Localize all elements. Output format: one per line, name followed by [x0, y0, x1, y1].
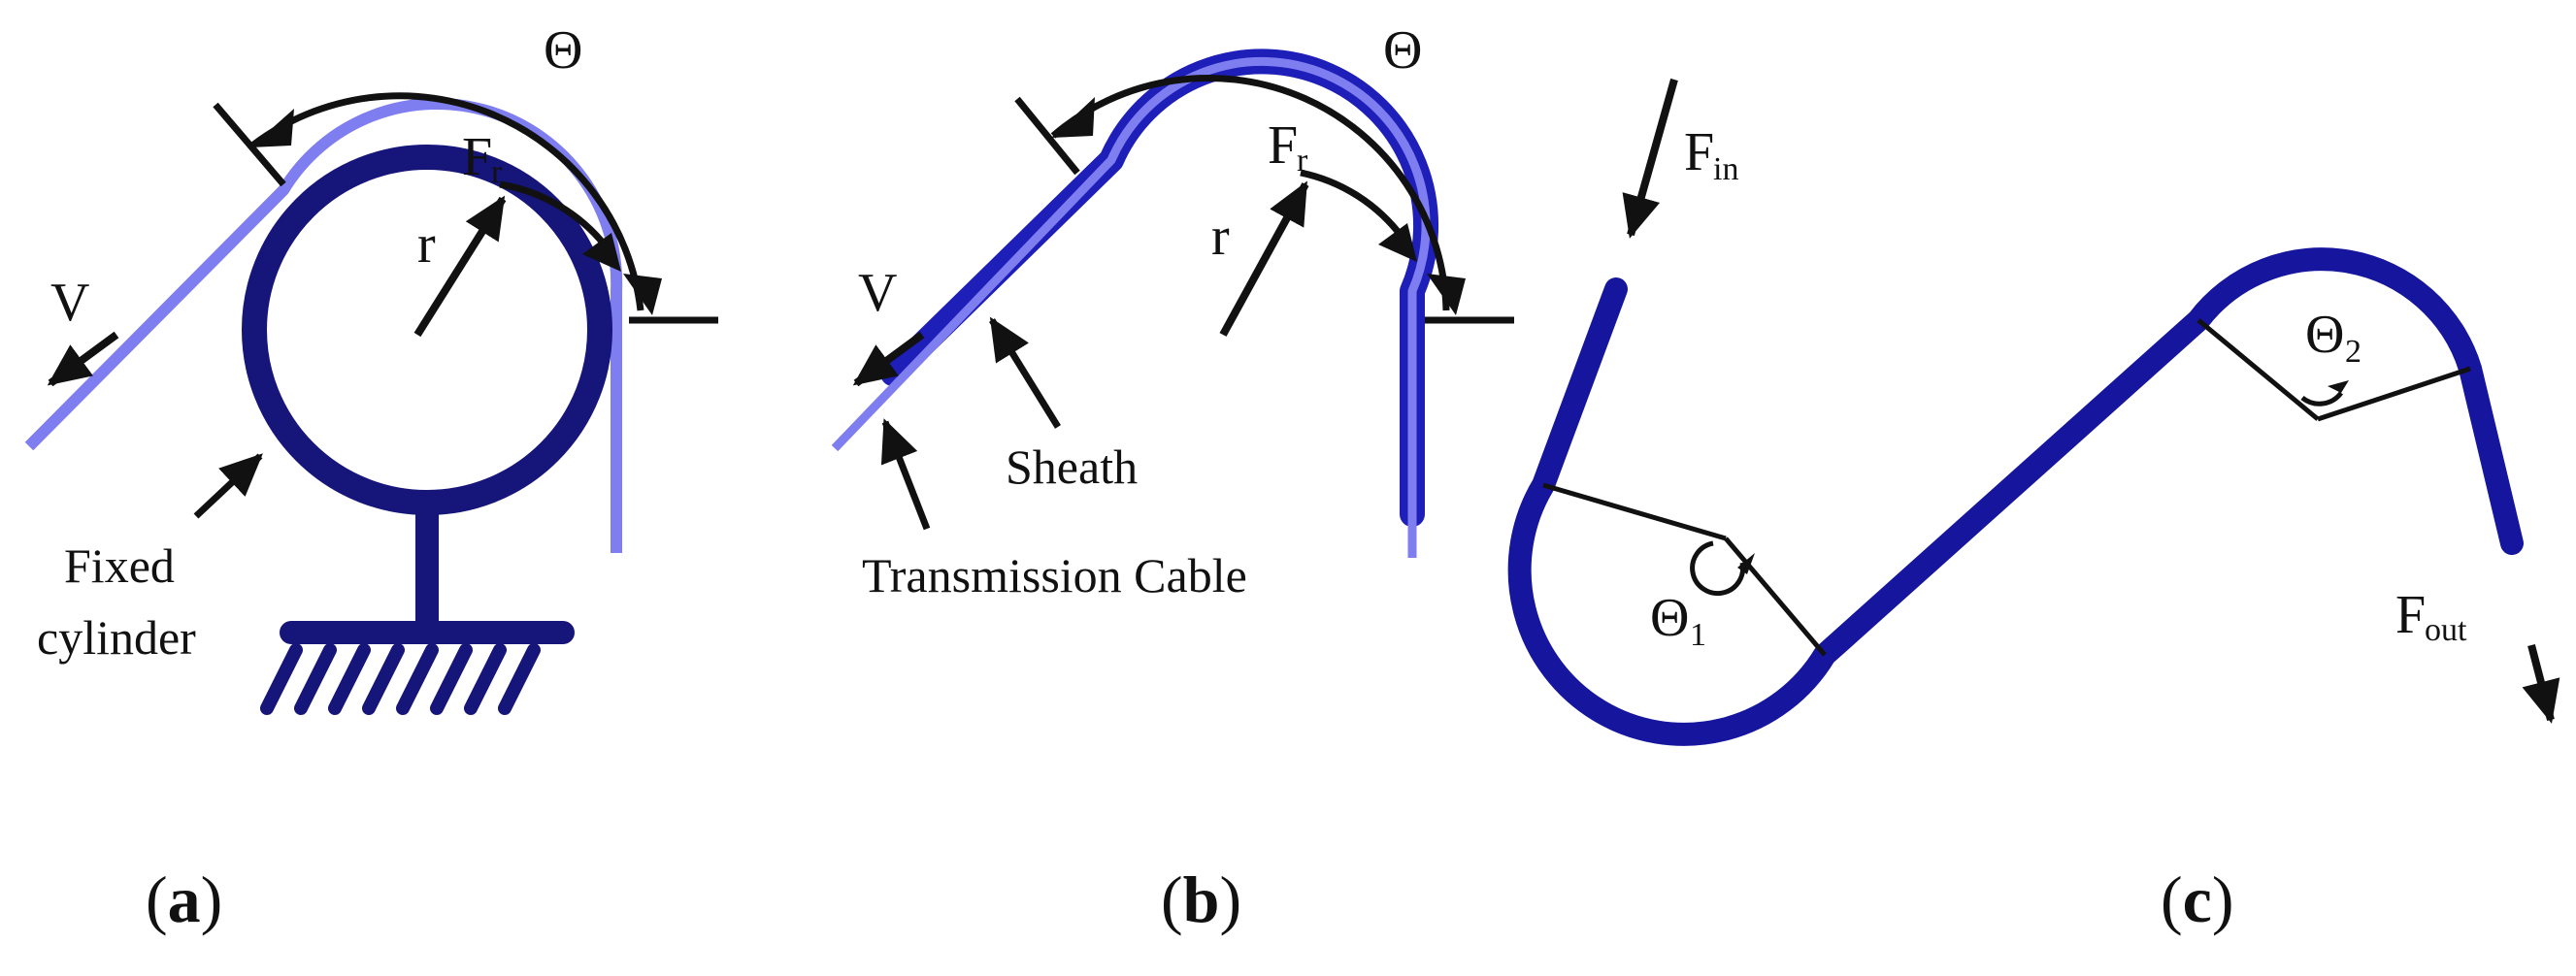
force-in-label: F [1684, 122, 1714, 182]
theta2-arrowhead [2328, 380, 2349, 393]
cylinder-label-line2: cylinder [37, 610, 196, 665]
radius-arrow-a [413, 195, 507, 338]
radius-arrow-b [1219, 180, 1309, 337]
velocity-arrow-a [47, 331, 119, 387]
sheath-b [880, 49, 1438, 527]
friction-arrow-a [499, 180, 610, 250]
force-label-a: F [462, 127, 492, 187]
theta-arc-a [249, 92, 644, 311]
radius-label-b: r [1211, 207, 1230, 267]
theta2-sub: 2 [2345, 334, 2361, 370]
theta1-label: Θ [1650, 588, 1689, 648]
force-in-sub: in [1713, 151, 1738, 187]
force-sub-b: r [1297, 143, 1308, 179]
theta-arrowhead-start-b [1051, 97, 1095, 138]
friction-arrow-b [1300, 169, 1405, 241]
caption-b: (b) [1161, 862, 1241, 936]
panel-b: Θ F r r V Sheath Transmission Cable (b) [831, 20, 1514, 936]
velocity-label-b: V [858, 263, 897, 323]
theta1-construction [1542, 482, 1827, 657]
force-sub-a: r [491, 154, 503, 190]
velocity-arrow-b [852, 331, 925, 387]
theta-arrowhead-end-b [1427, 274, 1466, 315]
friction-arrowhead-b [1378, 223, 1417, 262]
theta1-sub: 1 [1690, 617, 1706, 653]
cable-pointer-arrow [880, 418, 931, 531]
radius-label-a: r [417, 214, 436, 275]
force-out-arrow [2522, 643, 2560, 724]
caption-a: (a) [146, 862, 222, 936]
theta-arc-b [1050, 75, 1450, 311]
theta-tick-start-b [1014, 96, 1080, 176]
theta-label-a: Θ [544, 20, 582, 81]
transmission-cable-a [24, 97, 623, 553]
panel-a: Θ F r r V Fixed cylinder (a) [24, 20, 718, 936]
friction-arrowhead-a [582, 233, 621, 272]
velocity-label-a: V [50, 273, 89, 333]
caption-c: (c) [2161, 862, 2234, 936]
theta-tick-start-a [213, 102, 286, 187]
force-label-b: F [1268, 115, 1298, 176]
cable-path-c [1507, 247, 2524, 746]
ground-hatch [260, 643, 541, 715]
theta-arrowhead-start-a [250, 109, 294, 147]
theta2-construction [2196, 318, 2471, 422]
cylinder-pointer-arrow [193, 453, 263, 519]
sheath-label: Sheath [1006, 439, 1138, 494]
force-out-sub: out [2425, 612, 2467, 648]
theta-label-b: Θ [1383, 20, 1422, 81]
panel-c: F in Θ 1 Θ 2 F out (c) [1507, 78, 2560, 936]
theta1-arrowhead [1737, 553, 1755, 574]
force-in-arrow [1622, 78, 1678, 239]
fixed-cylinder [242, 145, 612, 515]
force-out-label: F [2395, 585, 2426, 645]
transmission-cable-label: Transmission Cable [862, 548, 1247, 602]
sheath-pointer-arrow [989, 316, 1061, 429]
cylinder-label-line1: Fixed [64, 538, 175, 593]
theta2-label: Θ [2305, 305, 2344, 365]
theta-arrowhead-end-a [623, 274, 662, 315]
